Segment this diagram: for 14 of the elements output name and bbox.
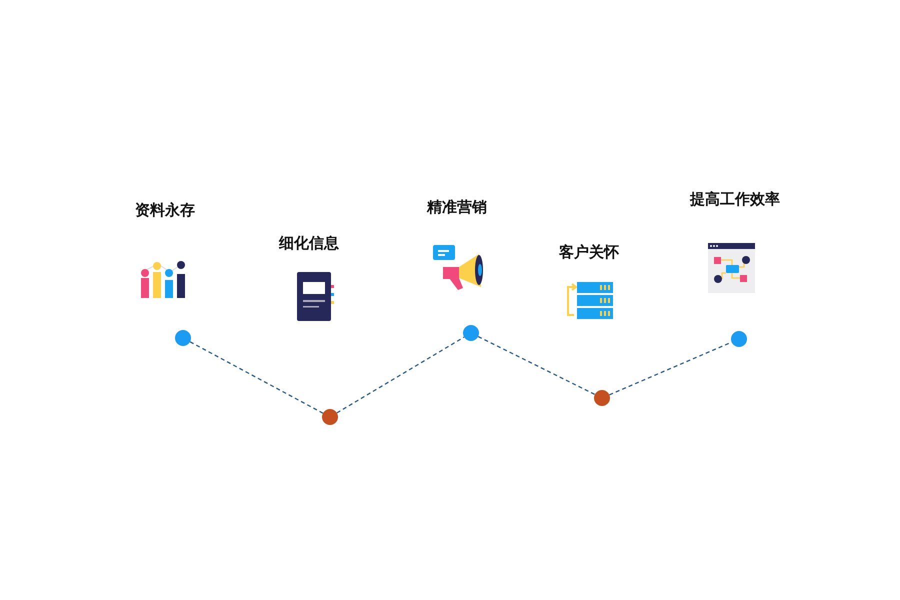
dashed-connector — [190, 341, 324, 414]
timeline-dot — [463, 325, 479, 341]
feature-title: 客户关怀 — [559, 243, 619, 262]
feature-title: 资料永存 — [135, 201, 195, 220]
timeline-dot — [731, 331, 747, 347]
dashed-connector — [478, 336, 596, 395]
timeline-dot — [594, 390, 610, 406]
timeline-dot — [322, 409, 338, 425]
feature-title: 精准营销 — [427, 198, 487, 217]
dashed-connector — [336, 336, 464, 414]
dashed-connector — [609, 342, 732, 396]
timeline-dot — [175, 330, 191, 346]
feature-title: 细化信息 — [279, 234, 339, 253]
feature-title: 提高工作效率 — [690, 190, 780, 209]
